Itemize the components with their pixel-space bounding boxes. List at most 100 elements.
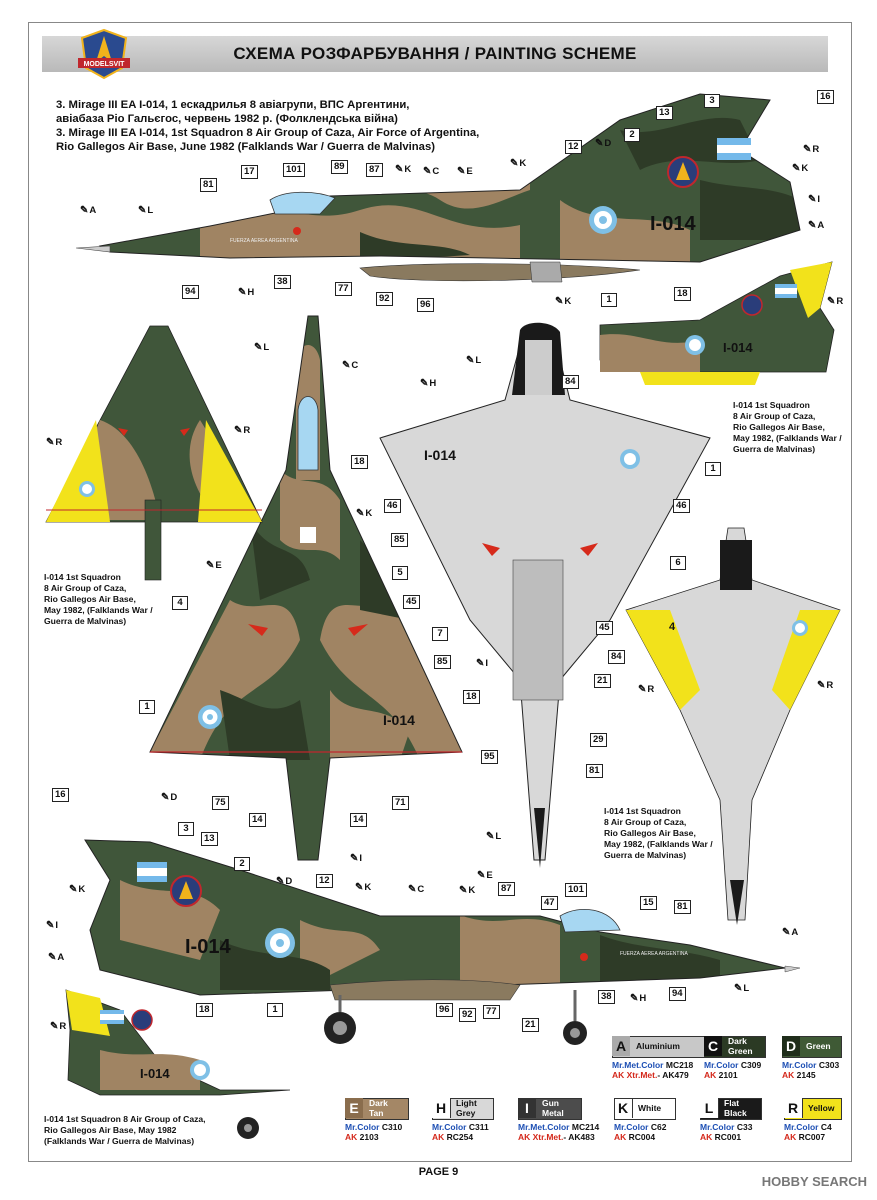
chip-line1: Mr.Color C4 xyxy=(784,1122,832,1132)
chip-name: Light Grey xyxy=(456,1098,477,1118)
side-profile-small-right: I-014 xyxy=(599,261,835,385)
paint-callout-R: ✎R xyxy=(817,680,834,691)
pen-icon: ✎ xyxy=(234,425,243,436)
note-line: Guerra de Malvinas) xyxy=(44,616,127,626)
callout-94: 94 xyxy=(182,285,199,299)
header-bar: СХЕМА РОЗФАРБУВАННЯ / PAINTING SCHEME xyxy=(42,36,828,72)
callout-21: 21 xyxy=(594,674,611,688)
pen-icon: ✎ xyxy=(817,680,826,691)
note-line: Rio Gallegos Air Base, xyxy=(44,594,136,604)
chip-letter: E xyxy=(345,1098,363,1118)
fuselage-serial-small-right: I-014 xyxy=(723,340,753,355)
pen-icon: ✎ xyxy=(630,993,639,1004)
callout-96: 96 xyxy=(417,298,434,312)
paint-callout-D: ✎D xyxy=(595,138,612,149)
side-profile-top: I-014 FUERZA AEREA ARGENTINA xyxy=(75,93,801,283)
callout-5: 5 xyxy=(392,566,408,580)
paint-callout-R: ✎R xyxy=(638,684,655,695)
callout-1: 1 xyxy=(139,700,155,714)
note-right-mid: I-014 1st Squadron 8 Air Group of Caza, … xyxy=(604,806,713,861)
fuselage-lettering-top: FUERZA AEREA ARGENTINA xyxy=(230,238,298,244)
callout-16: 16 xyxy=(52,788,69,802)
color-chip-I: I Gun Metal Mr.Met.Color MC214 AK Xtr.Me… xyxy=(518,1098,678,1142)
underside-grey: I-014 xyxy=(379,322,711,868)
pen-icon: ✎ xyxy=(46,920,55,931)
chip-line1: Mr.Color C309 xyxy=(704,1060,762,1070)
note-line: 8 Air Group of Caza, xyxy=(733,411,816,421)
paint-callout-A: ✎A xyxy=(782,927,799,938)
note-bottom-left: I-014 1st Squadron 8 Air Group of Caza, … xyxy=(44,1114,206,1147)
note-line: I-014 1st Squadron xyxy=(733,400,810,410)
note-left-mid: I-014 1st Squadron 8 Air Group of Caza, … xyxy=(44,572,153,627)
left-underside-partial xyxy=(45,325,263,581)
callout-84: 84 xyxy=(562,375,579,389)
callout-13: 13 xyxy=(201,832,218,846)
paint-callout-I: ✎I xyxy=(808,194,821,205)
pen-icon: ✎ xyxy=(254,342,263,353)
pen-icon: ✎ xyxy=(355,882,364,893)
pen-icon: ✎ xyxy=(808,194,817,205)
paint-callout-C: ✎C xyxy=(342,360,359,371)
caption-line-2: авіабаза Ріо Гальєгос, червень 1982 р. (… xyxy=(56,113,398,125)
fuselage-serial-bottom: I-014 xyxy=(185,936,231,958)
callout-94: 94 xyxy=(669,987,686,1001)
callout-12: 12 xyxy=(565,140,582,154)
paint-callout-A: ✎A xyxy=(48,952,65,963)
paint-callout-R: ✎R xyxy=(803,144,820,155)
paint-callout-L: ✎L xyxy=(254,342,270,353)
chip-letter: H xyxy=(432,1098,451,1118)
color-chip-C: C Dark Green Mr.Color C309 AK 2101 xyxy=(704,1036,864,1080)
callout-3: 3 xyxy=(704,94,720,108)
caption-line-1: 3. Mirage III EA I-014, 1 ескадрилья 8 а… xyxy=(56,99,410,111)
paint-callout-K: ✎K xyxy=(459,885,476,896)
pen-icon: ✎ xyxy=(638,684,647,695)
chip-line1: Mr.Color C33 xyxy=(700,1122,753,1132)
color-chip-H: H Light Grey Mr.Color C311 AK RC254 xyxy=(432,1098,592,1142)
chip-line2: AK RC004 xyxy=(614,1132,656,1142)
chip-name: Yellow xyxy=(808,1103,835,1113)
color-chip-L: L Flat Black Mr.Color C33 AK RC001 xyxy=(700,1098,860,1142)
chip-line1: Mr.Met.Color MC218 xyxy=(612,1060,694,1070)
callout-21: 21 xyxy=(522,1018,539,1032)
pen-icon: ✎ xyxy=(782,927,791,938)
paint-callout-R: ✎R xyxy=(50,1021,67,1032)
chip-name: Dark Green xyxy=(728,1036,753,1056)
chip-line1: Mr.Color C303 xyxy=(782,1060,840,1070)
callout-1: 1 xyxy=(267,1003,283,1017)
chip-letter: R xyxy=(784,1098,803,1118)
chip-name: White xyxy=(638,1103,662,1113)
callout-17: 17 xyxy=(241,165,258,179)
paint-callout-C: ✎C xyxy=(423,166,440,177)
note-line: May 1982, (Falklands War / xyxy=(733,433,842,443)
paint-callout-K: ✎K xyxy=(792,163,809,174)
chip-letter: L xyxy=(700,1098,719,1118)
callout-85: 85 xyxy=(434,655,451,669)
callout-81: 81 xyxy=(200,178,217,192)
pen-icon: ✎ xyxy=(69,884,78,895)
paint-callout-I: ✎I xyxy=(350,853,363,864)
pen-icon: ✎ xyxy=(342,360,351,371)
callout-4: 4 xyxy=(172,596,188,610)
page-number: PAGE 9 xyxy=(418,1166,459,1178)
chip-letter: A xyxy=(612,1036,630,1056)
callout-46: 46 xyxy=(673,499,690,513)
chip-letter: D xyxy=(782,1036,800,1056)
callout-2: 2 xyxy=(234,857,250,871)
callout-1: 1 xyxy=(705,462,721,476)
chip-box xyxy=(614,1098,676,1120)
chip-name: Dark Tan xyxy=(369,1098,388,1118)
callout-81: 81 xyxy=(586,764,603,778)
callout-77: 77 xyxy=(335,282,352,296)
note-line: Rio Gallegos Air Base, May 1982 xyxy=(44,1125,177,1135)
caption-line-4: Rio Gallegos Air Base, June 1982 (Falkla… xyxy=(56,141,435,153)
pen-icon: ✎ xyxy=(276,876,285,887)
paint-callout-E: ✎E xyxy=(477,870,493,881)
callout-1: 1 xyxy=(601,293,617,307)
pen-icon: ✎ xyxy=(457,166,466,177)
paint-callout-L: ✎L xyxy=(138,205,154,216)
callout-96: 96 xyxy=(436,1003,453,1017)
pen-icon: ✎ xyxy=(555,296,564,307)
chip-letter: I xyxy=(518,1098,536,1118)
page-title: СХЕМА РОЗФАРБУВАННЯ / PAINTING SCHEME xyxy=(233,44,637,63)
paint-callout-R: ✎R xyxy=(46,437,63,448)
